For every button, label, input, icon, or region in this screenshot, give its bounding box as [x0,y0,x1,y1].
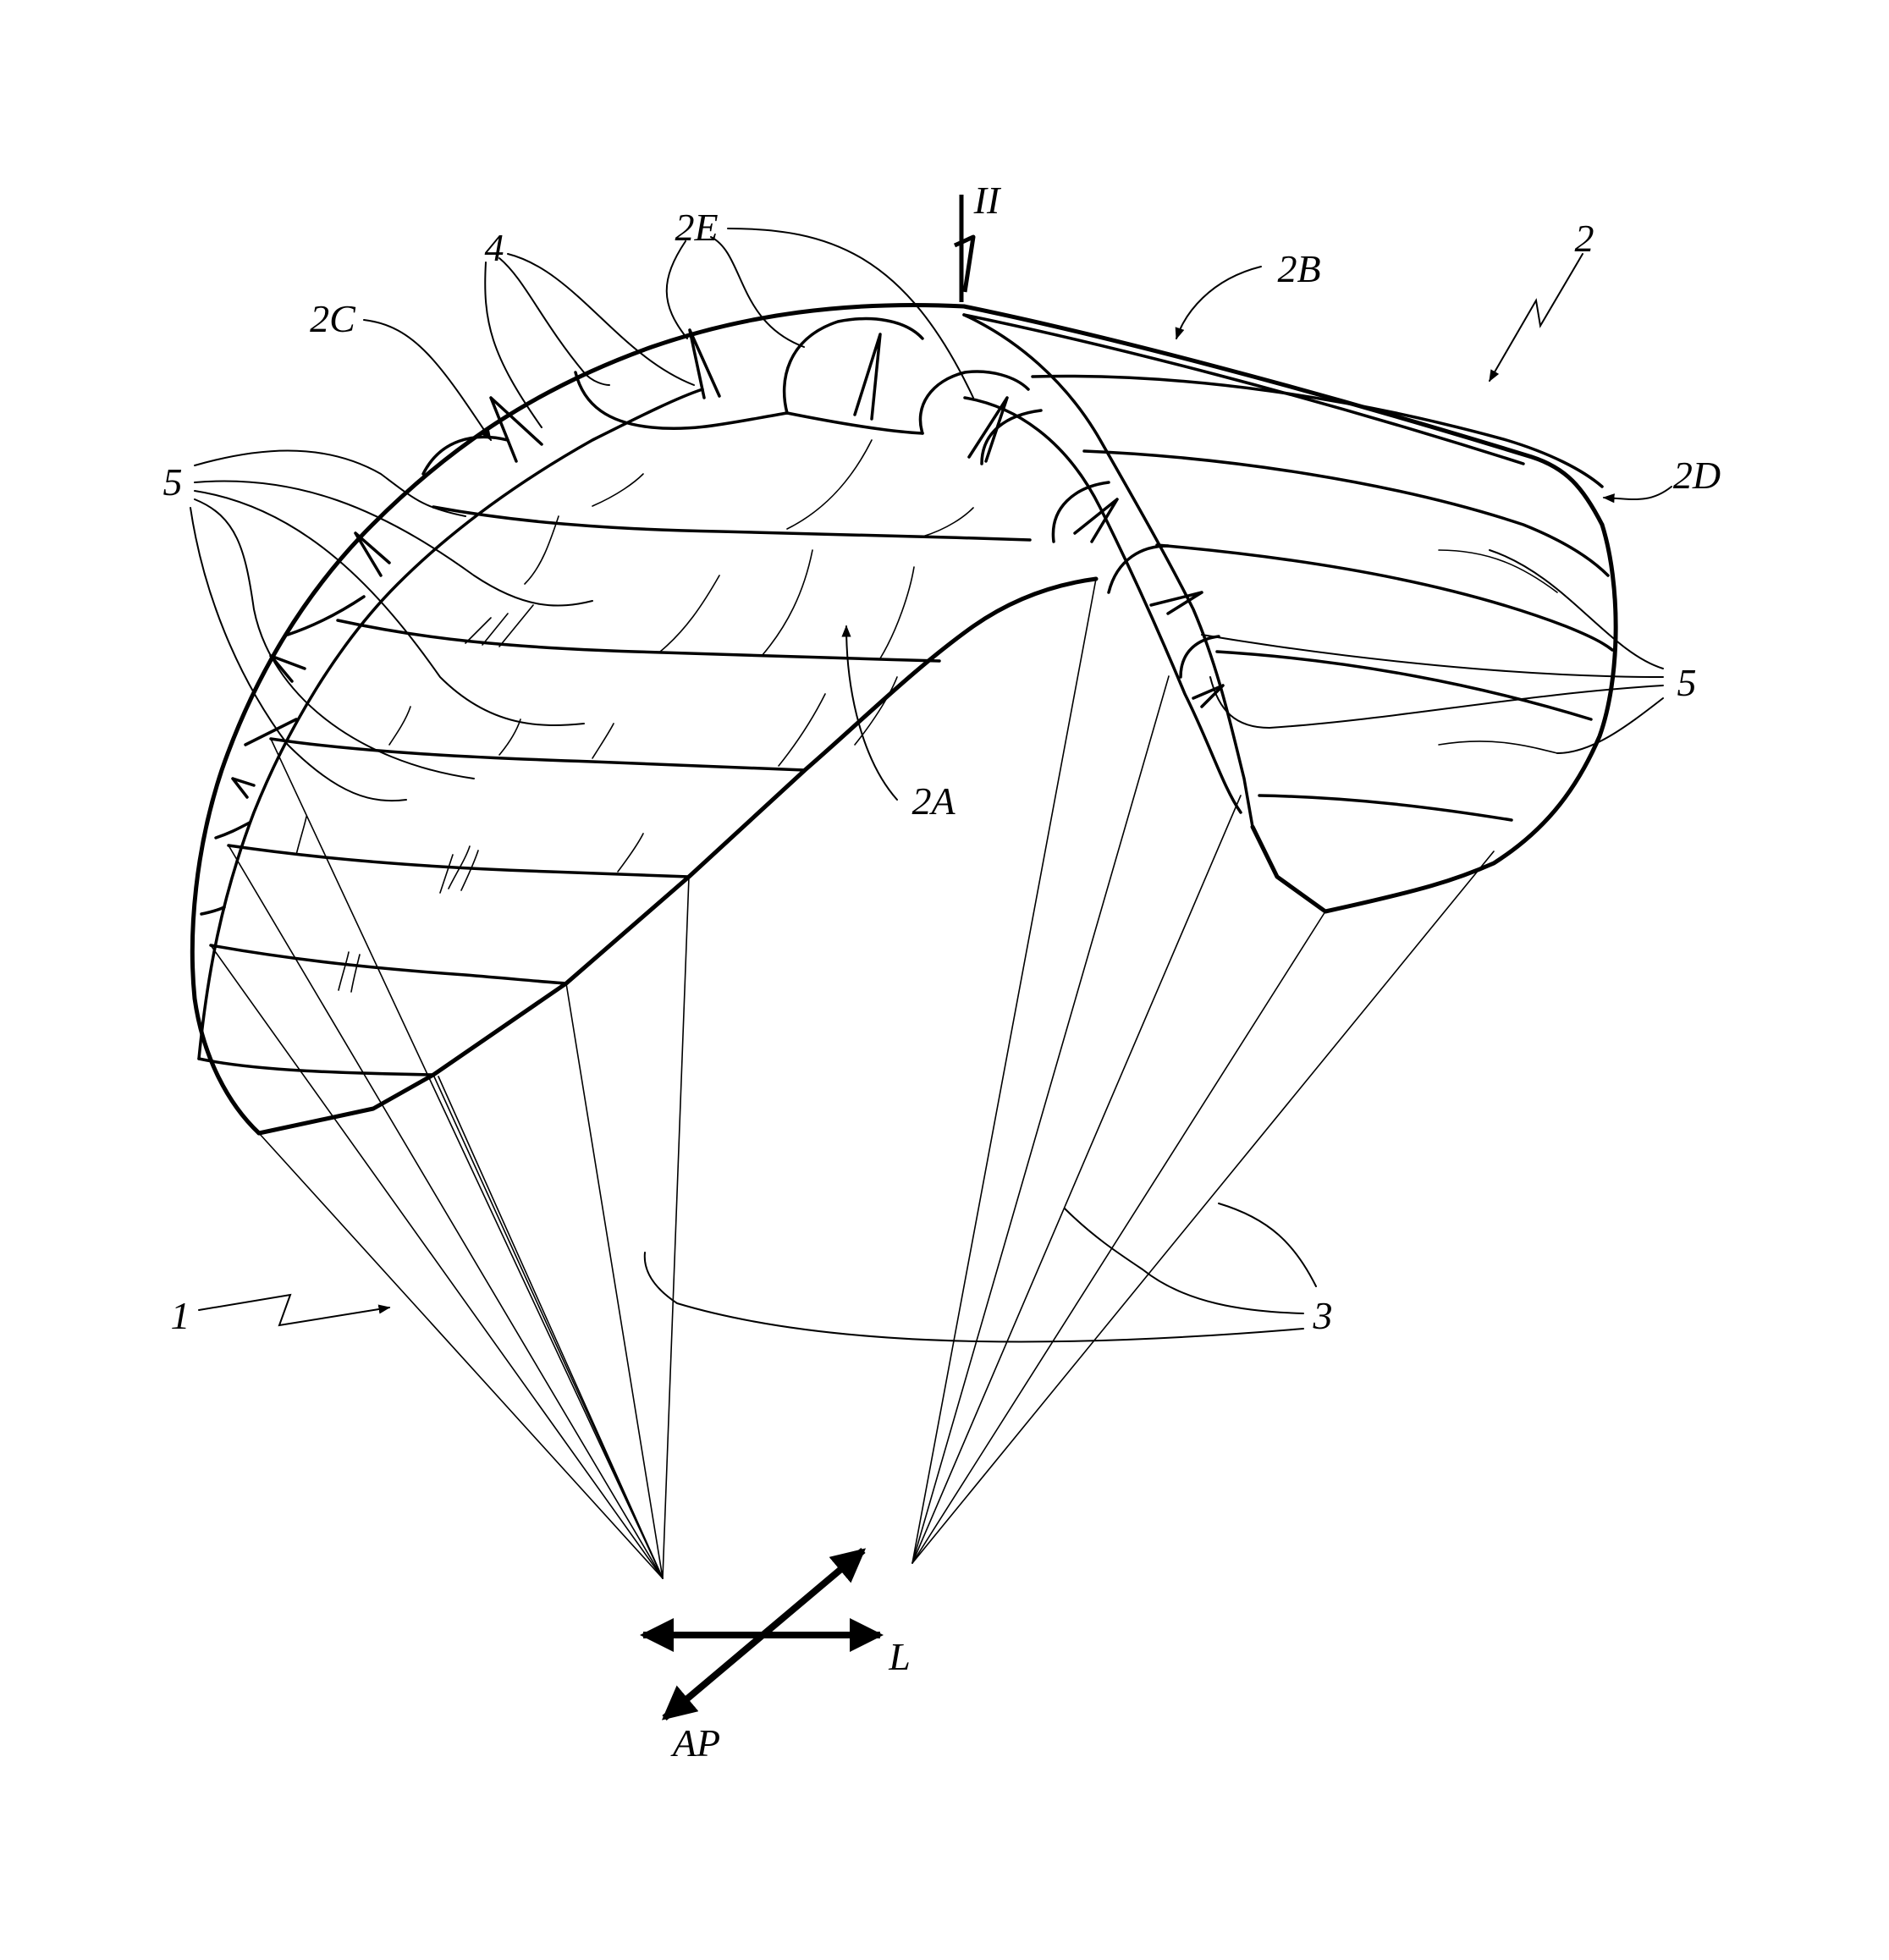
label-top-surface-2B: 2B [1277,247,1321,290]
label-paraglider-1: 1 [170,1294,190,1337]
label-lines-3: 3 [1313,1294,1333,1337]
anteroposterior-axis-arrow [661,1547,867,1721]
label-section-II: II [973,179,1000,222]
label-tip-2D: 2D [1672,454,1721,497]
canopy-stripes-left [197,505,1099,1136]
label-stripes-5-left: 5 [162,460,183,504]
direction-arrows [640,1547,884,1721]
canopy-stripes-right [1031,374,1614,822]
label-stripes-5-right: 5 [1677,661,1697,704]
surface-hatching [295,439,1558,993]
label-canopy-2: 2 [1574,217,1594,260]
label-axis-AP: AP [672,1721,721,1765]
cells [200,317,1225,916]
leader-lines [190,195,1672,1343]
label-ribs-4: 4 [484,226,504,269]
suspension-lines-right [911,578,1495,1564]
label-cells-2E: 2E [675,206,719,249]
label-axis-L: L [889,1635,911,1678]
label-leading-edge-2C: 2C [310,297,355,340]
suspension-lines-left [210,738,690,1579]
label-lower-surface-2A: 2A [911,779,956,823]
canopy-outline [190,302,1618,1136]
